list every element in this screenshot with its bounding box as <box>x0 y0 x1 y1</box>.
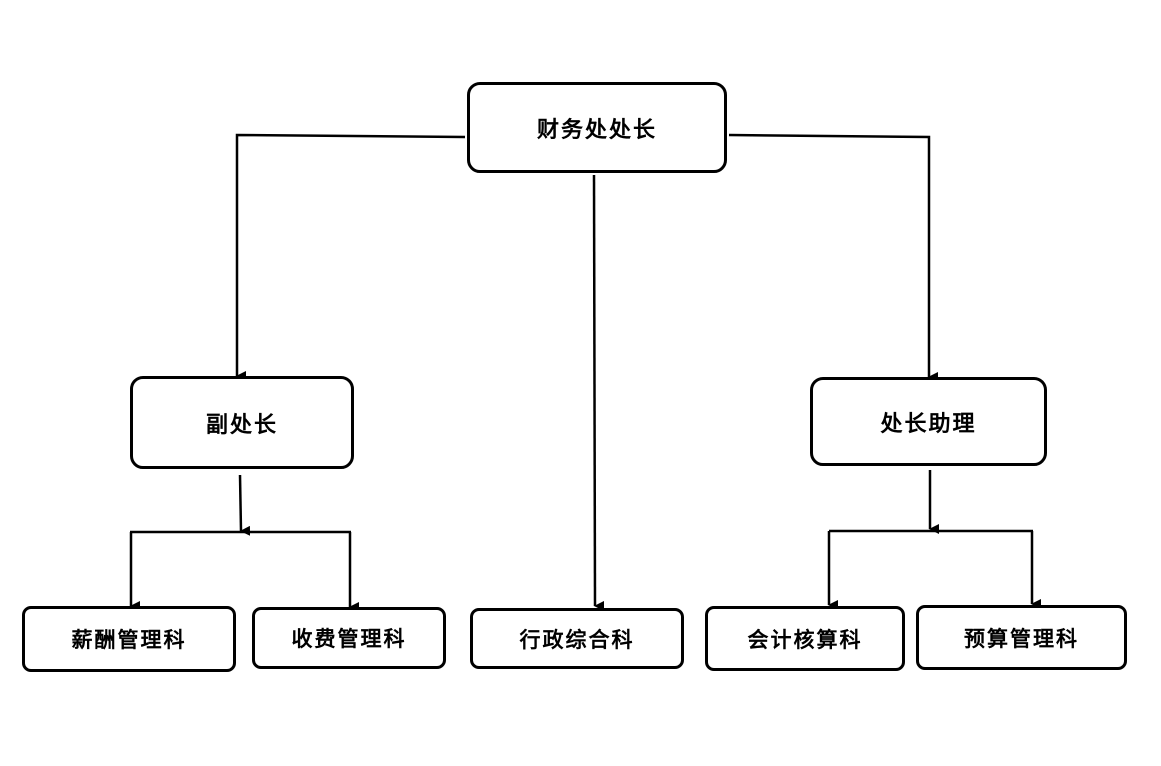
node-fee-management-label: 收费管理科 <box>291 626 407 651</box>
edge-director-to-deputy <box>235 133 466 381</box>
node-salary-management: 薪酬管理科 <box>22 606 236 672</box>
node-accounting-label: 会计核算科 <box>747 626 863 652</box>
edge-director-to-admin <box>592 174 605 611</box>
node-finance-director: 财务处处长 <box>467 82 727 173</box>
node-accounting: 会计核算科 <box>705 606 905 671</box>
node-general-administration-label: 行政综合科 <box>519 626 635 652</box>
node-salary-management-label: 薪酬管理科 <box>71 627 187 652</box>
node-budget-management-label: 预算管理科 <box>964 625 1079 651</box>
node-deputy-director: 副处长 <box>130 376 354 469</box>
node-finance-director-label: 财务处处长 <box>536 116 657 143</box>
edge-deputy-to-branch <box>238 474 251 536</box>
node-director-assistant: 处长助理 <box>810 377 1047 466</box>
node-director-assistant-label: 处长助理 <box>880 410 977 437</box>
node-budget-management: 预算管理科 <box>916 605 1127 670</box>
edge-director-to-assistant <box>728 133 938 382</box>
node-deputy-director-label: 副处长 <box>205 411 278 438</box>
node-fee-management: 收费管理科 <box>252 607 446 669</box>
node-general-administration: 行政综合科 <box>470 608 684 669</box>
